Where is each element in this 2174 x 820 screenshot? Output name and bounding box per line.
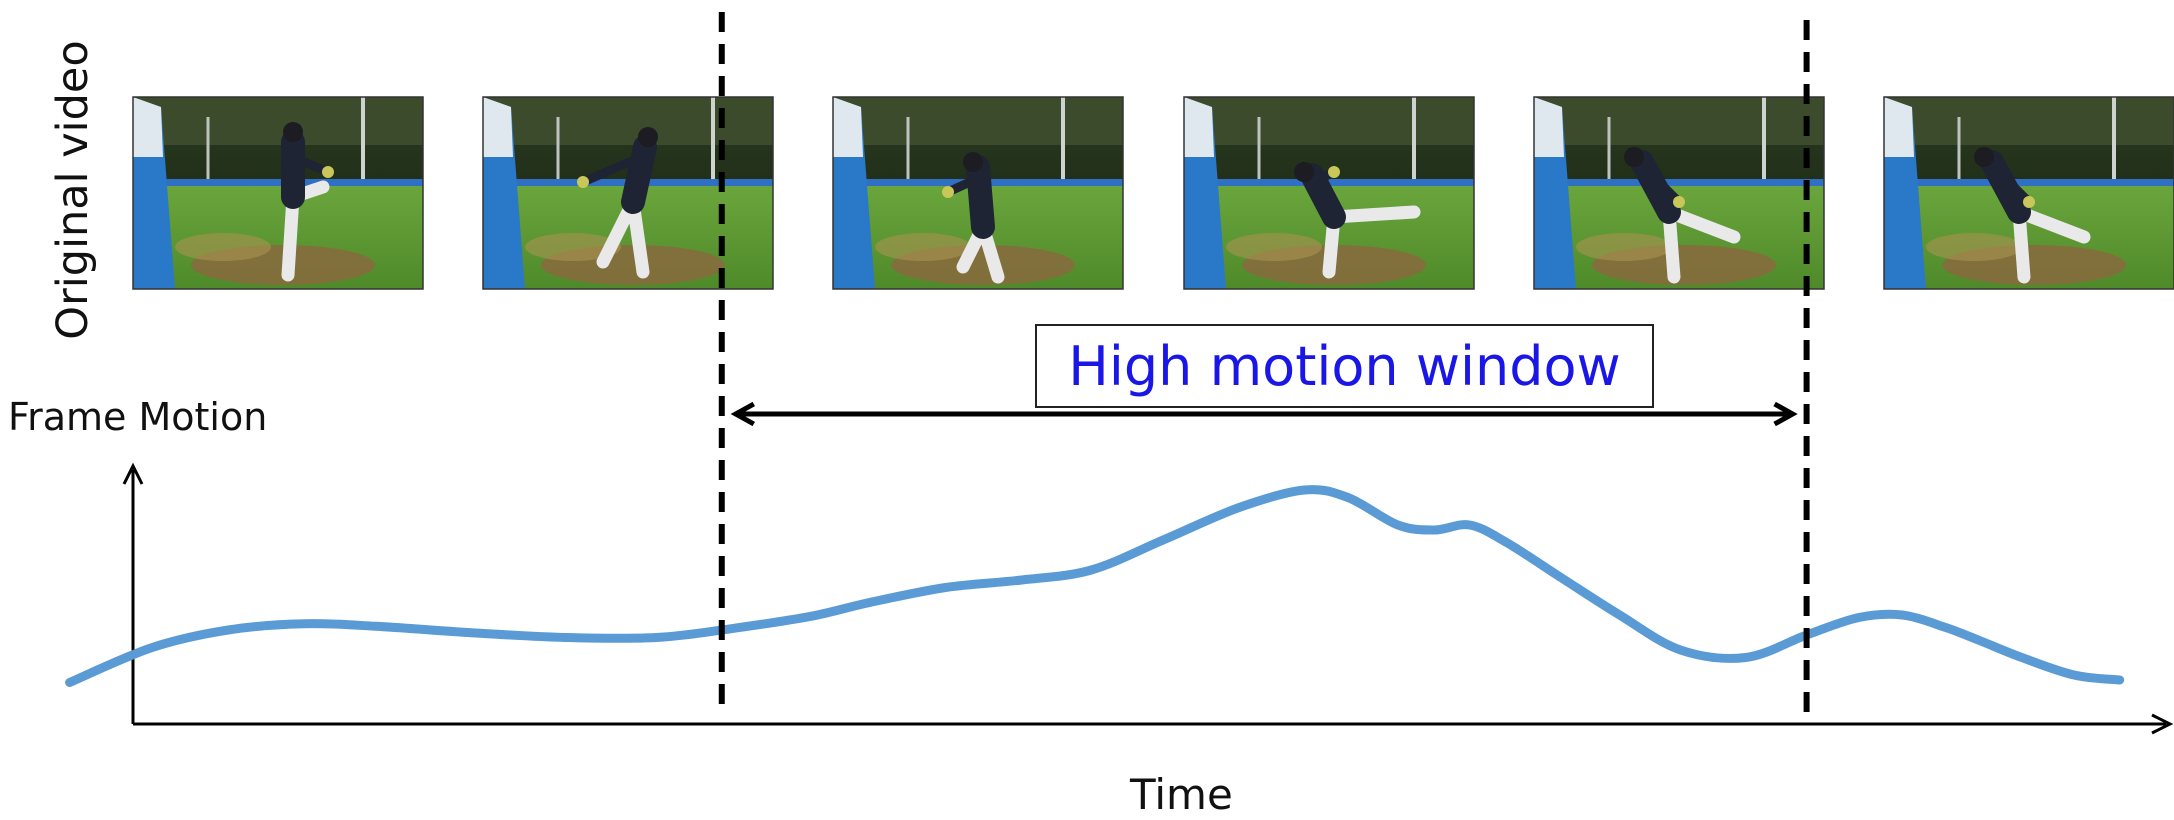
video-frame-6 — [1882, 95, 2174, 291]
video-frame-4 — [1182, 95, 1476, 291]
video-frame-2 — [481, 95, 775, 291]
video-frame-5 — [1532, 95, 1826, 291]
video-frame-1 — [131, 95, 425, 291]
video-row-label: Original video — [48, 40, 98, 340]
x-axis-label: Time — [1130, 770, 1233, 819]
high-motion-window-box: High motion window — [1035, 324, 1654, 408]
y-axis-arrow-icon — [122, 462, 144, 485]
frame-motion-curve — [65, 485, 2125, 687]
x-axis-arrow-icon — [2151, 713, 2174, 735]
y-axis-label: Frame Motion — [8, 395, 268, 439]
high-motion-window-label: High motion window — [1068, 334, 1621, 398]
arrow-head-left-icon — [730, 401, 755, 427]
video-frame-3 — [831, 95, 1125, 291]
arrow-head-right-icon — [1773, 401, 1798, 427]
